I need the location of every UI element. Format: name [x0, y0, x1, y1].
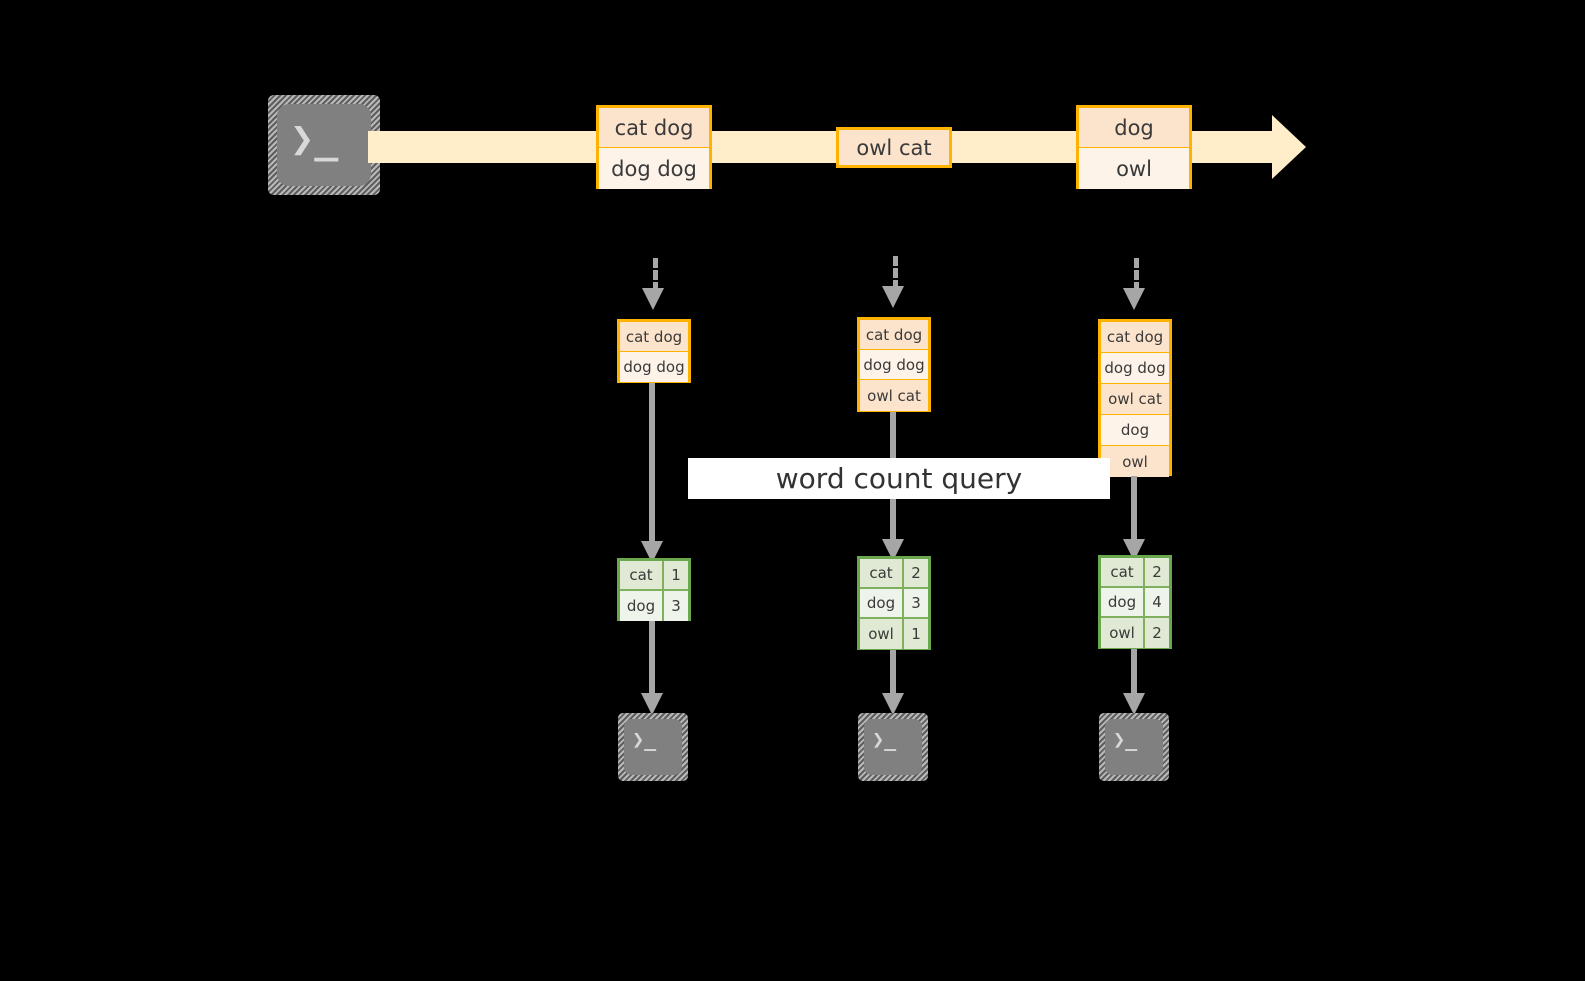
table-row: dog 4: [1101, 588, 1169, 618]
result-1-count-2: 3: [671, 597, 681, 615]
snapshot-1-input-table: cat dog dog dog: [617, 319, 691, 383]
terminal-screen: ❯_: [1105, 719, 1163, 775]
result-2-count-2: 3: [911, 594, 921, 612]
terminal-prompt-glyph: ❯_: [1113, 727, 1138, 752]
result-1-sink-connector: [649, 621, 655, 701]
query-band: word count query: [688, 458, 1110, 499]
stream-batch-1-line-2: dog dog: [599, 148, 709, 189]
stream-arrow-head: [1272, 115, 1306, 179]
query-label: word count query: [775, 462, 1023, 495]
result-2-count-1: 2: [911, 564, 921, 582]
stream-batch-1: cat dog dog dog: [596, 105, 712, 189]
result-3-count-2: 4: [1152, 593, 1162, 611]
result-3-sink-arrowhead: [1123, 693, 1145, 715]
table-row: cat 2: [1101, 558, 1169, 588]
result-2-sink-connector: [890, 650, 896, 702]
stream-batch-2: owl cat: [836, 127, 952, 168]
snapshot-2-input-line-3: owl cat: [860, 380, 928, 411]
result-3-word-3: owl: [1101, 618, 1145, 648]
stream-batch-2-line-1: owl cat: [839, 130, 949, 165]
result-3-sink-connector: [1131, 649, 1137, 702]
table-row: owl 2: [1101, 618, 1169, 648]
table-row: cat 2: [860, 559, 928, 589]
snapshot-3-input-line-5: owl: [1101, 446, 1169, 477]
result-2-sink-arrowhead: [882, 693, 904, 715]
source-terminal-icon: ❯_: [268, 95, 380, 195]
terminal-prompt-glyph: ❯_: [872, 727, 897, 752]
snapshot-1-dashed-arrowhead: [642, 288, 664, 310]
snapshot-3-input-table: cat dog dog dog owl cat dog owl: [1098, 319, 1172, 477]
snapshot-1-input-line-1: cat dog: [620, 322, 688, 352]
result-2-word-3: owl: [860, 619, 904, 649]
table-row: dog 3: [860, 589, 928, 619]
snapshot-3-query-connector: [1131, 476, 1137, 547]
snapshot-3-input-line-3: owl cat: [1101, 384, 1169, 415]
snapshot-2-input-table: cat dog dog dog owl cat: [857, 317, 931, 412]
snapshot-2-input-line-1: cat dog: [860, 320, 928, 350]
stream-batch-1-line-1: cat dog: [599, 108, 709, 148]
snapshot-1-query-arrowhead: [641, 541, 663, 563]
stream-batch-3: dog owl: [1076, 105, 1192, 189]
sink-terminal-icon-2: ❯_: [858, 713, 928, 781]
snapshot-2-input-line-2: dog dog: [860, 350, 928, 380]
result-2-word-2: dog: [860, 589, 904, 617]
terminal-screen: ❯_: [277, 104, 371, 186]
result-table-3: cat 2 dog 4 owl 2: [1098, 555, 1172, 649]
terminal-prompt-glyph: ❯_: [632, 727, 657, 752]
table-row: owl 1: [860, 619, 928, 649]
snapshot-3-dashed-connector: [1134, 258, 1139, 292]
snapshot-2-dashed-arrowhead: [882, 286, 904, 308]
stream-batch-3-line-2: owl: [1079, 148, 1189, 189]
result-3-word-2: dog: [1101, 588, 1145, 616]
terminal-screen: ❯_: [864, 719, 922, 775]
result-2-word-1: cat: [860, 559, 904, 587]
result-3-count-1: 2: [1152, 563, 1162, 581]
result-1-count-1: 1: [671, 566, 681, 584]
sink-terminal-icon-3: ❯_: [1099, 713, 1169, 781]
result-3-word-1: cat: [1101, 558, 1145, 586]
result-2-count-3: 1: [911, 625, 921, 643]
stream-batch-3-line-1: dog: [1079, 108, 1189, 148]
table-row: cat 1: [620, 561, 688, 591]
sink-terminal-icon-1: ❯_: [618, 713, 688, 781]
result-table-2: cat 2 dog 3 owl 1: [857, 556, 931, 650]
terminal-prompt-glyph: ❯_: [290, 115, 339, 162]
snapshot-1-input-line-2: dog dog: [620, 352, 688, 382]
snapshot-3-dashed-arrowhead: [1123, 288, 1145, 310]
snapshot-2-dashed-connector: [893, 256, 898, 290]
snapshot-3-input-line-2: dog dog: [1101, 353, 1169, 384]
table-row: dog 3: [620, 591, 688, 621]
snapshot-1-query-connector: [649, 383, 655, 549]
result-1-word-1: cat: [620, 561, 664, 589]
snapshot-2-query-arrowhead: [882, 539, 904, 561]
snapshot-3-input-line-1: cat dog: [1101, 322, 1169, 353]
terminal-screen: ❯_: [624, 719, 682, 775]
result-1-word-2: dog: [620, 591, 664, 621]
snapshot-1-dashed-connector: [653, 258, 658, 292]
snapshot-3-input-line-4: dog: [1101, 415, 1169, 446]
result-1-sink-arrowhead: [641, 693, 663, 715]
result-3-count-3: 2: [1152, 624, 1162, 642]
result-table-1: cat 1 dog 3: [617, 558, 691, 621]
